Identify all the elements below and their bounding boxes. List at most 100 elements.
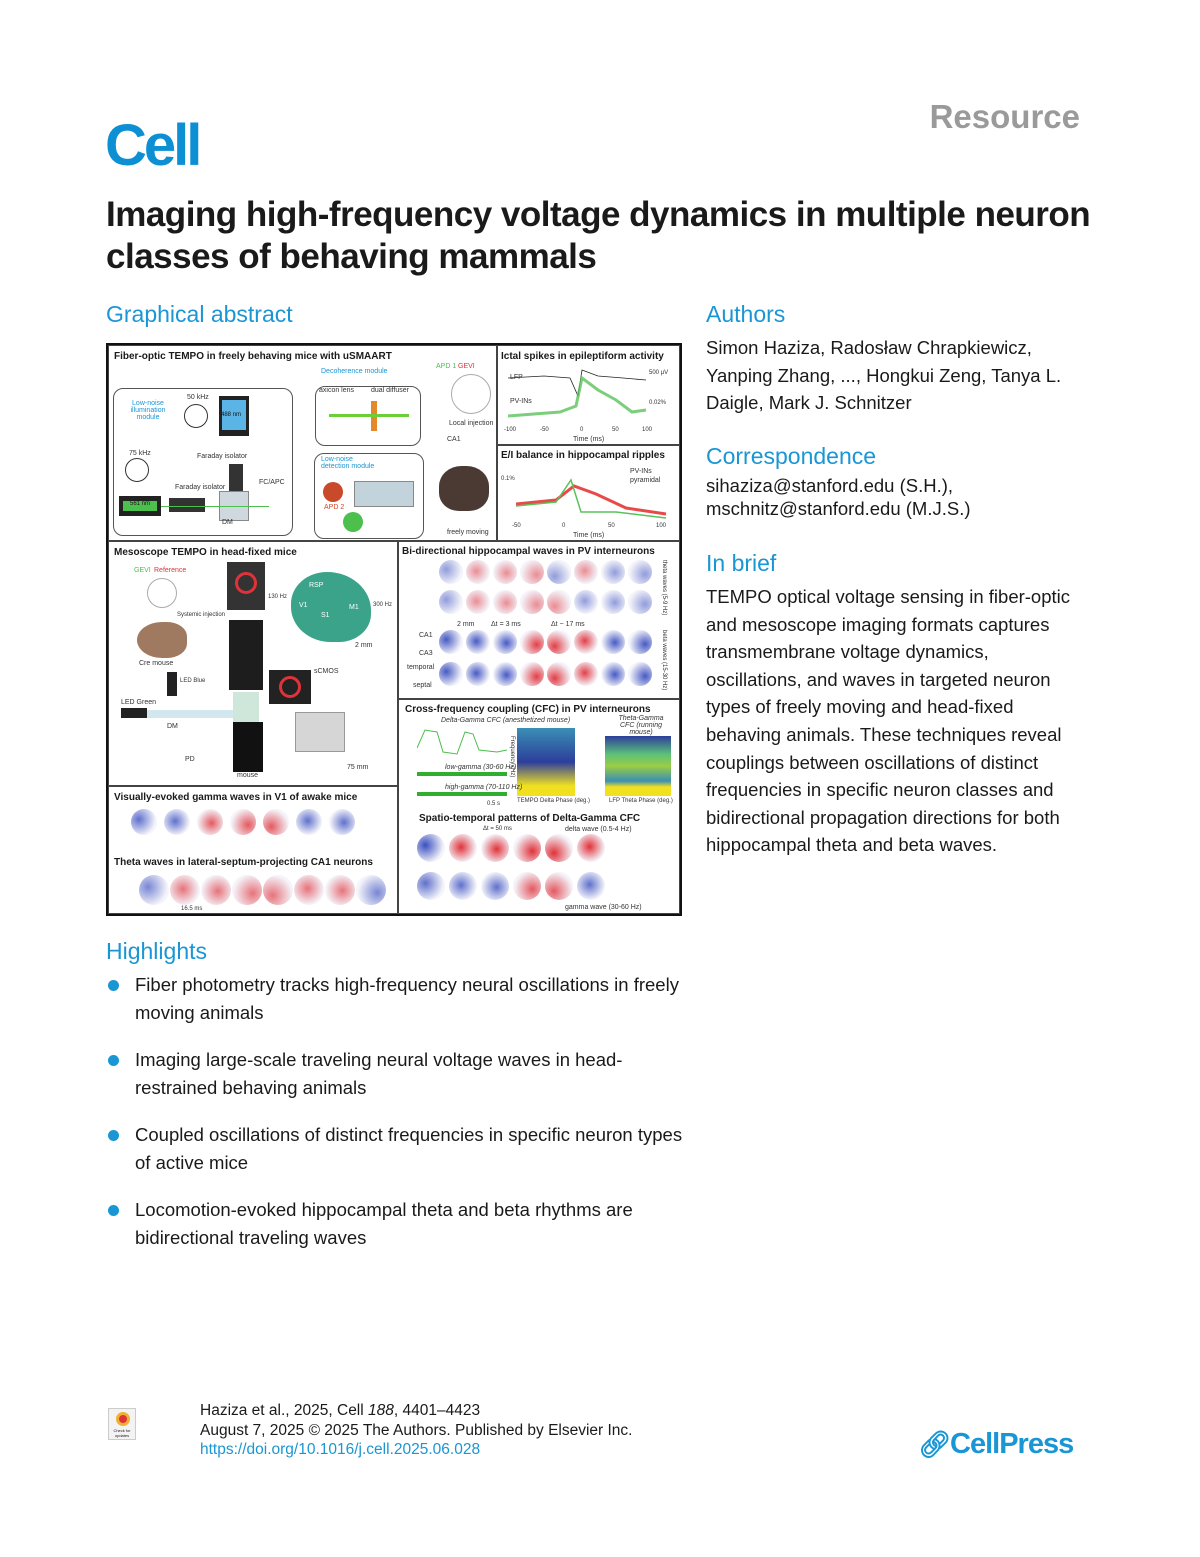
wave-frame	[466, 590, 490, 614]
wave-frame	[356, 875, 386, 905]
panel-fiber-optic: Fiber-optic TEMPO in freely behaving mic…	[108, 345, 497, 541]
wave-frame	[466, 630, 490, 654]
wave-frame	[329, 809, 355, 835]
bullet-icon	[108, 1130, 119, 1141]
wave-frame	[574, 590, 598, 614]
correspondence-heading: Correspondence	[706, 443, 877, 469]
publication-date: August 7, 2025 © 2025 The Authors. Publi…	[200, 1421, 633, 1439]
wave-frame	[513, 872, 541, 900]
wave-frame	[417, 834, 445, 862]
authors-list: Simon Haziza, Radosław Chrapkiewicz, Yan…	[706, 337, 1062, 414]
cellpress-logo: 🔗︎CellPress	[918, 1428, 1074, 1460]
apd2-icon	[323, 482, 343, 502]
check-for-updates-button[interactable]: Check for updates	[108, 1408, 136, 1440]
wave-frame	[294, 875, 324, 905]
delta-dt-label: Δt = 50 ms	[483, 826, 512, 832]
decoherence-module-box	[315, 386, 421, 446]
email-link[interactable]: sihaziza@stanford.edu (S.H.),	[706, 475, 954, 496]
laser-488	[219, 396, 249, 436]
wave-frame	[439, 630, 463, 654]
tick: 0	[580, 427, 584, 433]
headfix-holder	[295, 712, 345, 752]
wave-frame	[628, 630, 652, 654]
wave-frame	[449, 872, 477, 900]
highlight-item: Fiber photometry tracks high-frequency n…	[106, 971, 686, 1026]
tick: -50	[512, 523, 521, 529]
panel-mesoscope: Mesoscope TEMPO in head-fixed mice GEVI …	[108, 541, 398, 786]
bullet-icon	[108, 1205, 119, 1216]
beam	[329, 414, 409, 417]
wave-frame	[493, 630, 517, 654]
in-brief-heading: In brief	[706, 550, 777, 576]
authors-heading: Authors	[706, 301, 786, 327]
wave-frame	[439, 590, 463, 614]
objective-lens	[233, 722, 263, 772]
wave-frame	[439, 560, 463, 584]
led-blue	[167, 672, 177, 696]
ictal-traces	[508, 369, 647, 418]
panel-ictal-spikes: Ictal spikes in epileptiform activity LF…	[497, 345, 680, 445]
graphical-abstract: Fiber-optic TEMPO in freely behaving mic…	[106, 343, 682, 916]
bullet-icon	[108, 980, 119, 991]
panel-cross-frequency-coupling: Cross-frequency coupling (CFC) in PV int…	[398, 699, 680, 914]
wave-frame	[547, 630, 571, 654]
panel-bidirectional-waves: Bi-directional hippocampal waves in PV i…	[398, 541, 680, 699]
tick: 100	[642, 427, 653, 433]
tick: 50	[608, 523, 615, 529]
article-type: Resource	[929, 98, 1080, 135]
panel-visual-gamma: Visually-evoked gamma waves in V1 of awa…	[108, 786, 398, 914]
theta-gamma-cfc-heatmap	[605, 736, 671, 796]
laser-488-label: 488 nm	[221, 412, 242, 418]
wave-frame	[520, 560, 544, 584]
wave-frame	[547, 560, 571, 584]
wave-frame	[545, 834, 573, 862]
email-link[interactable]: mschnitz@stanford.edu (M.J.S.)	[706, 498, 971, 519]
wave-frame	[601, 560, 625, 584]
wave-frame	[201, 875, 231, 905]
doi-link[interactable]: https://doi.org/10.1016/j.cell.2025.06.0…	[200, 1441, 481, 1458]
wave-frame	[493, 560, 517, 584]
highlight-item: Locomotion-evoked hippocampal theta and …	[106, 1196, 686, 1251]
panel-ei-balance: E/I balance in hippocampal ripples 0.1% …	[497, 445, 680, 541]
wave-frame	[296, 809, 322, 835]
wave-frame	[547, 590, 571, 614]
beamsplitter	[354, 481, 414, 507]
time-scale-label: 0.5 s	[487, 801, 501, 807]
scmos-camera	[227, 562, 265, 610]
gevi-scale-label: 0.02%	[649, 400, 667, 406]
light-path	[147, 710, 233, 718]
lfp-scale-label: 500 µV	[649, 370, 669, 376]
faraday-isolator	[229, 464, 243, 496]
wave-frame	[628, 662, 652, 686]
panel-title: Fiber-optic TEMPO in freely behaving mic…	[114, 351, 392, 362]
ei-scale-label: 0.1%	[501, 476, 515, 482]
wave-frame	[164, 809, 190, 835]
bullet-icon	[108, 1055, 119, 1066]
wave-frame	[628, 560, 652, 584]
wave-frame	[601, 590, 625, 614]
wave-frame	[577, 834, 605, 862]
led-green	[121, 708, 147, 718]
cortex-map	[291, 572, 371, 642]
beam	[161, 506, 269, 507]
faraday-isolator	[169, 498, 205, 512]
wave-frame	[574, 630, 598, 654]
wave-frame	[574, 560, 598, 584]
oscillator-icon	[184, 404, 208, 428]
highlight-item: Coupled oscillations of distinct frequen…	[106, 1121, 686, 1176]
article-title: Imaging high-frequency voltage dynamics …	[106, 195, 1091, 276]
correspondence-emails: sihaziza@stanford.edu (S.H.), mschnitz@s…	[706, 474, 971, 520]
objective	[229, 620, 263, 690]
frame-rate-label: 130 Hz	[268, 594, 288, 600]
tick: 100	[656, 523, 667, 529]
wave-frame	[139, 875, 169, 905]
cellpress-link-icon: 🔗︎	[918, 1429, 951, 1459]
cfc-traces	[417, 729, 507, 796]
in-brief-text: TEMPO optical voltage sensing in fiber-o…	[706, 586, 1071, 856]
wave-frame	[439, 662, 463, 686]
cell-mix-icon	[147, 578, 177, 608]
cell-mix-icon	[451, 374, 491, 414]
citation-footer: Haziza et al., 2025, Cell 188, 4401–4423…	[200, 1401, 633, 1460]
wave-frame	[170, 875, 200, 905]
mouse-icon	[137, 622, 187, 658]
